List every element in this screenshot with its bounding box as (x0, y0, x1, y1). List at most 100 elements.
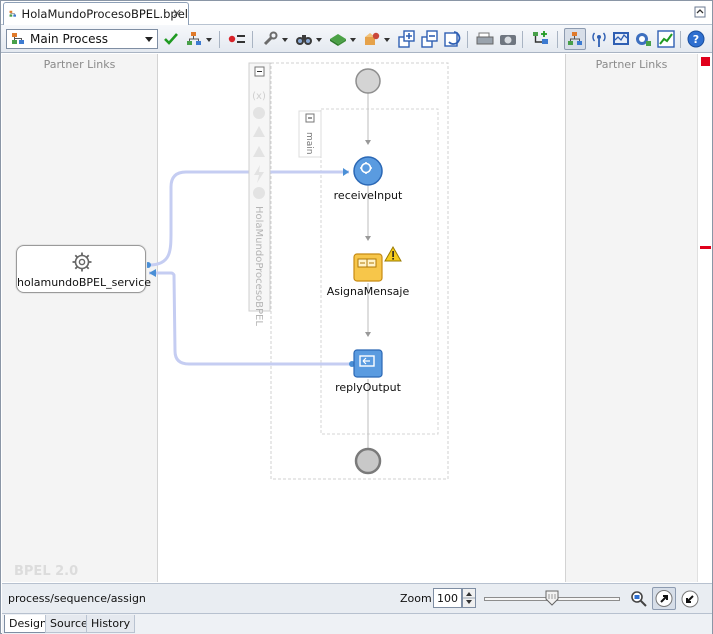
refresh-button[interactable] (442, 28, 464, 50)
maximize-icon[interactable] (694, 6, 706, 18)
package-button[interactable] (361, 28, 383, 50)
deploy-icon (330, 34, 346, 46)
zoom-fit-icon[interactable] (630, 590, 648, 608)
reply-activity[interactable] (353, 349, 383, 378)
partner-link-label: holamundoBPEL_service (17, 276, 152, 289)
arrow-head-icon (343, 168, 349, 176)
gear-icon (360, 162, 372, 174)
bpel-file-icon (9, 10, 17, 17)
zoom-spinner[interactable] (462, 588, 476, 608)
partner-link-card[interactable]: holamundoBPEL_service (16, 245, 152, 293)
arrow-down-left-icon[interactable] (680, 589, 700, 609)
sequence-box (320, 108, 439, 435)
document-tab[interactable]: HolaMundoProcesoBPEL.bpel × (3, 2, 189, 25)
toolbar-separator (219, 31, 220, 48)
sensor-icon (636, 33, 651, 46)
analytics-icon (613, 32, 629, 45)
receive-label: receiveInput (333, 189, 403, 202)
select-mode-button[interactable] (652, 587, 676, 610)
print-icon (476, 32, 494, 45)
process-scope-box (270, 62, 449, 480)
assign-icon (357, 258, 377, 268)
help-button[interactable]: ? (685, 28, 707, 50)
checkmark-icon (164, 33, 178, 45)
design-view-toggle[interactable] (564, 28, 586, 50)
chart-icon (657, 30, 675, 48)
camera-icon (500, 35, 516, 45)
event-handler-icon[interactable] (253, 146, 265, 157)
receive-activity[interactable] (353, 156, 383, 186)
sequence-side-strip (298, 110, 322, 158)
toolbar-separator (557, 31, 558, 48)
layout-button[interactable] (530, 28, 552, 50)
toolbar-separator (522, 31, 523, 48)
validate-button[interactable] (160, 28, 182, 50)
assign-label: AsignaMensaje (326, 285, 410, 298)
document-tab-strip: HolaMundoProcesoBPEL.bpel × (1, 1, 712, 25)
process-tree-icon (187, 32, 201, 45)
view-button[interactable] (497, 28, 519, 50)
tab-history[interactable]: History (86, 615, 136, 633)
monitor-button[interactable] (588, 28, 610, 50)
warning-marker[interactable] (700, 246, 711, 249)
warning-icon[interactable] (384, 245, 402, 262)
chevron-down-icon[interactable] (206, 38, 212, 42)
wrench-icon (263, 31, 278, 46)
receive-link (148, 170, 349, 267)
termination-icon[interactable] (253, 187, 265, 199)
fault-handler-icon[interactable] (253, 126, 265, 137)
help-icon: ? (687, 30, 705, 48)
status-bar: process/sequence/assign Zoom: 100 (2, 583, 712, 613)
flow-arrow-icon (365, 332, 371, 337)
variables-icon[interactable]: (x) (252, 91, 266, 102)
report-button[interactable] (655, 28, 677, 50)
process-canvas[interactable] (158, 54, 565, 582)
deploy-button[interactable] (327, 28, 349, 50)
sensor-button[interactable] (632, 28, 654, 50)
error-gutter[interactable] (697, 54, 712, 582)
tools-button[interactable] (259, 28, 281, 50)
find-button[interactable] (293, 28, 315, 50)
refresh-icon (444, 31, 461, 47)
tab-design[interactable]: Design (4, 615, 52, 633)
process-icon (12, 33, 24, 44)
close-icon[interactable]: × (171, 6, 182, 20)
sequence-label: main (304, 132, 314, 155)
process-select[interactable]: Main Process (6, 29, 158, 49)
partner-port-icon (145, 262, 151, 268)
start-node[interactable] (355, 68, 381, 94)
print-button[interactable] (474, 28, 496, 50)
scope-vertical-label: HolaMundoProcesoBPEL (253, 206, 264, 326)
flow-arrow-icon (365, 236, 371, 241)
error-indicator[interactable] (701, 57, 710, 66)
end-node[interactable] (354, 447, 382, 475)
process-tree-icon (568, 32, 582, 45)
collapse-all-button[interactable] (419, 28, 441, 50)
antenna-icon (592, 32, 606, 47)
zoom-slider-thumb[interactable] (544, 590, 560, 606)
left-partner-links-panel[interactable]: Partner Links BPEL 2.0 (2, 54, 158, 582)
chevron-down-icon[interactable] (316, 38, 322, 42)
left-panel-title: Partner Links (43, 58, 116, 71)
chevron-down-icon[interactable] (282, 38, 288, 42)
expand-all-button[interactable] (396, 28, 418, 50)
breakpoint-button[interactable] (226, 28, 248, 50)
right-panel-title: Partner Links (595, 58, 668, 71)
process-structure-button[interactable] (183, 28, 205, 50)
chevron-down-icon (145, 37, 153, 42)
service-gear-icon (72, 252, 92, 272)
correlation-icon[interactable] (253, 107, 265, 119)
analytics-button[interactable] (610, 28, 632, 50)
chevron-down-icon[interactable] (384, 38, 390, 42)
zoom-input[interactable]: 100 (433, 588, 462, 608)
expand-icon (398, 30, 415, 48)
scope-side-strip (248, 62, 271, 312)
compensation-icon[interactable] (254, 165, 264, 183)
arrow-up-right-icon (655, 590, 673, 607)
binoculars-icon (296, 35, 312, 45)
chevron-down-icon[interactable] (350, 38, 356, 42)
right-partner-links-panel[interactable]: Partner Links (565, 54, 697, 582)
reply-link (149, 271, 351, 366)
